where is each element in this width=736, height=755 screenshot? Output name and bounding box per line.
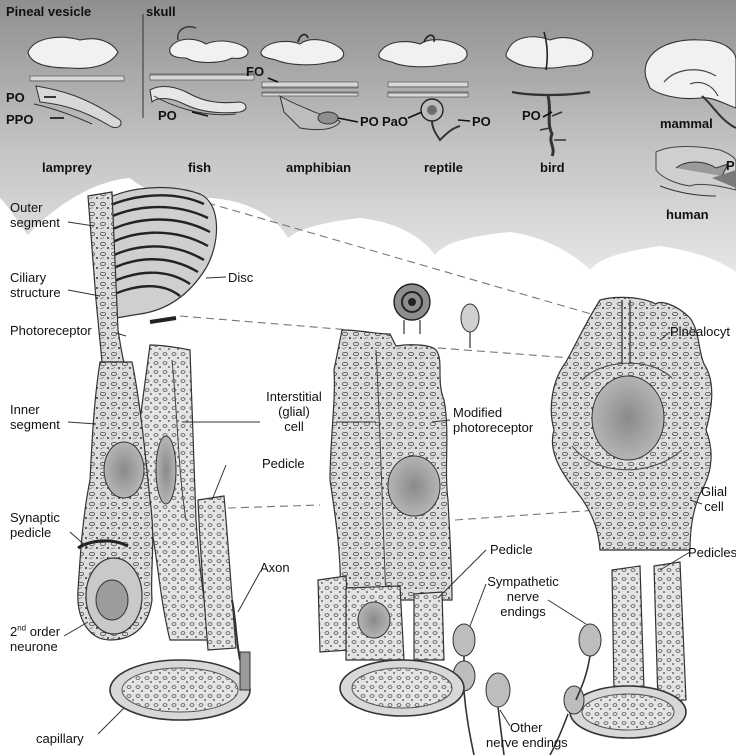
label-po-lamprey: PO: [6, 90, 25, 105]
label-interstitial-cell: Interstitial (glial) cell: [254, 389, 334, 434]
label-other-nerve-endings: Other nerve endings: [486, 720, 568, 750]
label-ciliary-structure: Ciliary structure: [10, 270, 61, 300]
label-modified-photoreceptor: Modified photoreceptor: [453, 405, 533, 435]
label-capillary: capillary: [36, 731, 84, 746]
label-skull: skull: [146, 4, 176, 19]
label-pao: PaO: [382, 114, 408, 129]
label-pinealocyte: Pinealocyt: [670, 324, 730, 339]
label-pedicle-middle: Pedicle: [490, 542, 533, 557]
label-amphibian: amphibian: [286, 160, 351, 175]
label-disc: Disc: [228, 270, 253, 285]
label-po-fish: PO: [158, 108, 177, 123]
label-po-bird: PO: [522, 108, 541, 123]
label-lamprey: lamprey: [42, 160, 92, 175]
label-axon: Axon: [260, 560, 290, 575]
label-fish: fish: [188, 160, 211, 175]
label-fo: FO: [246, 64, 264, 79]
label-outer-segment: Outer segment: [10, 200, 60, 230]
modified-photoreceptor-shape: [330, 330, 452, 600]
label-sympathetic-nerve-endings: Sympathetic nerve endings: [478, 574, 568, 619]
label-glial-cell: Glial cell: [696, 484, 732, 514]
label-pedicles: Pedicles: [688, 545, 736, 560]
label-synaptic-pedicle: Synaptic pedicle: [10, 510, 60, 540]
label-po-reptile: PO: [472, 114, 491, 129]
label-second-order-neurone: 2nd order neurone: [10, 624, 60, 654]
label-inner-segment: Inner segment: [10, 402, 60, 432]
label-pineal-vesicle: Pineal vesicle: [6, 4, 91, 19]
label-photoreceptor: Photoreceptor: [10, 323, 92, 338]
label-human: human: [666, 207, 709, 222]
label-po-amphibian: PO: [360, 114, 379, 129]
label-mammal: mammal: [660, 116, 713, 131]
label-p-cut: P: [726, 158, 735, 173]
label-ppo: PPO: [6, 112, 33, 127]
label-pedicle-left: Pedicle: [262, 456, 305, 471]
label-reptile: reptile: [424, 160, 463, 175]
label-bird: bird: [540, 160, 565, 175]
